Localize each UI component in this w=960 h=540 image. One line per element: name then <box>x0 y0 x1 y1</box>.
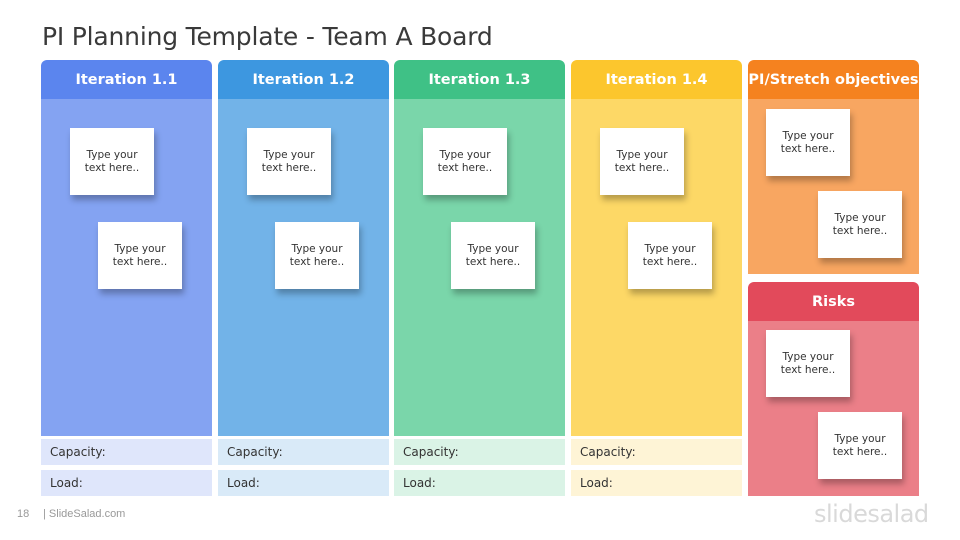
capacity-field[interactable]: Capacity: <box>41 439 212 465</box>
iteration-body: Type your text here.. Type your text here… <box>41 99 212 436</box>
sticky-note[interactable]: Type your text here.. <box>275 222 359 289</box>
iteration-header: Iteration 1.1 <box>41 60 212 99</box>
iteration-body: Type your text here.. Type your text here… <box>218 99 389 436</box>
objectives-body: Type your text here.. Type your text her… <box>748 99 919 274</box>
objectives-header: PI/Stretch objectives <box>748 60 919 99</box>
load-field[interactable]: Load: <box>571 470 742 496</box>
capacity-field[interactable]: Capacity: <box>394 439 565 465</box>
load-field[interactable]: Load: <box>218 470 389 496</box>
sticky-note[interactable]: Type your text here.. <box>98 222 182 289</box>
iteration-body: Type your text here.. Type your text here… <box>394 99 565 436</box>
slide-number: 18 <box>17 508 30 520</box>
site-link: | SlideSalad.com <box>43 508 126 520</box>
sticky-note[interactable]: Type your text here.. <box>70 128 154 195</box>
sticky-note[interactable]: Type your text here.. <box>766 330 850 397</box>
iteration-header: Iteration 1.4 <box>571 60 742 99</box>
sticky-note[interactable]: Type your text here.. <box>766 109 850 176</box>
sticky-note[interactable]: Type your text here.. <box>818 191 902 258</box>
sticky-note[interactable]: Type your text here.. <box>451 222 535 289</box>
sticky-note[interactable]: Type your text here.. <box>818 412 902 479</box>
risks-panel: Risks Type your text here.. Type your te… <box>748 282 919 496</box>
iteration-header: Iteration 1.2 <box>218 60 389 99</box>
sticky-note[interactable]: Type your text here.. <box>600 128 684 195</box>
sticky-note[interactable]: Type your text here.. <box>628 222 712 289</box>
sticky-note[interactable]: Type your text here.. <box>423 128 507 195</box>
load-field[interactable]: Load: <box>41 470 212 496</box>
capacity-field[interactable]: Capacity: <box>218 439 389 465</box>
load-field[interactable]: Load: <box>394 470 565 496</box>
risks-header: Risks <box>748 282 919 321</box>
iteration-header: Iteration 1.3 <box>394 60 565 99</box>
brand-logo: slidesalad <box>814 500 929 528</box>
risks-body: Type your text here.. Type your text her… <box>748 321 919 496</box>
page-title: PI Planning Template - Team A Board <box>42 22 493 51</box>
objectives-panel: PI/Stretch objectives Type your text her… <box>748 60 919 274</box>
sticky-note[interactable]: Type your text here.. <box>247 128 331 195</box>
capacity-field[interactable]: Capacity: <box>571 439 742 465</box>
iteration-body: Type your text here.. Type your text here… <box>571 99 742 436</box>
